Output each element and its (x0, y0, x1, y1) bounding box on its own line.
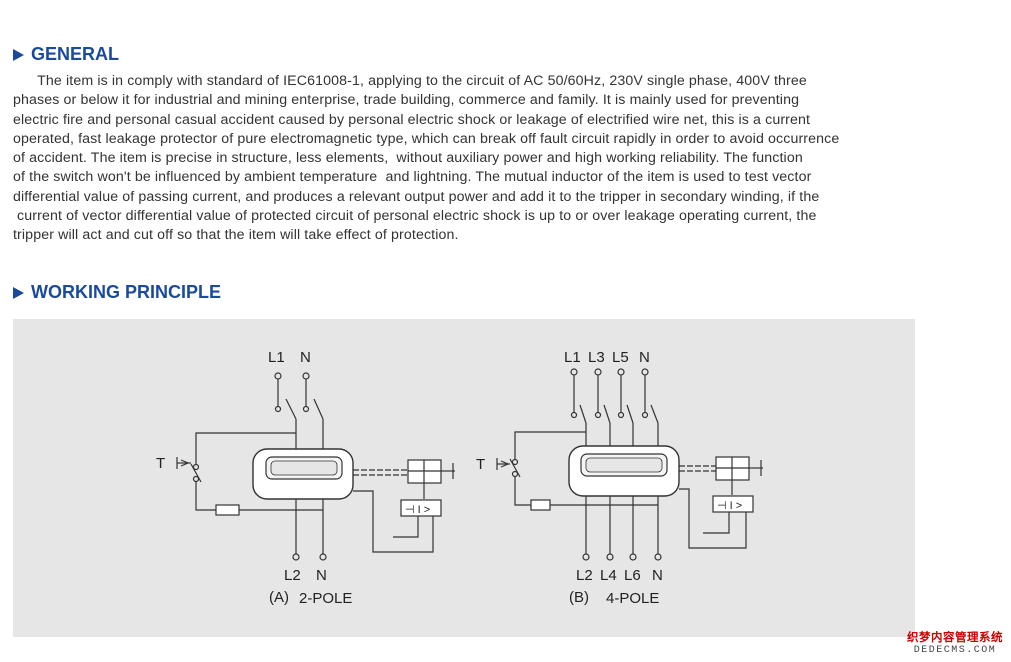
overcurrent-release (400, 499, 442, 517)
caption-letter-b: (B) (569, 589, 589, 606)
label-l6-b: L6 (624, 567, 641, 584)
paragraph-line: of accident. The item is precise in stru… (13, 150, 803, 167)
label-l5-b: L5 (612, 349, 629, 366)
paragraph-line: operated, fast leakage protector of pure… (13, 130, 840, 147)
label-l1-b: L1 (564, 349, 581, 366)
label-test-a: T (156, 455, 165, 472)
diagram-b (496, 368, 763, 561)
label-test-b: T (476, 456, 485, 473)
terminal-n-in (302, 372, 310, 380)
terminal-n-out (319, 553, 327, 561)
tripper-symbol-b: ⊣ I > (717, 500, 742, 512)
label-n-bottom-a: N (316, 567, 327, 584)
paragraph-line: current of vector differential value of … (13, 208, 817, 225)
paragraph-line: phases or below it for industrial and mi… (13, 92, 800, 109)
caption-b: 4-POLE (606, 590, 659, 607)
triangle-bullet-icon (13, 286, 24, 299)
circuit-diagrams: L1 N L2 N T (A) 2-POLE ⊣ I > L1 L3 L5 N … (156, 349, 763, 607)
watermark-chinese: 织梦内容管理系统 (907, 632, 1003, 644)
watermark: 织梦内容管理系统 DEDECMS.COM (907, 629, 1003, 656)
label-l2-a: L2 (284, 567, 301, 584)
diagram-panel: L1 N L2 N T (A) 2-POLE ⊣ I > L1 L3 L5 N … (13, 319, 915, 637)
label-l2-b: L2 (576, 567, 593, 584)
watermark-english: DEDECMS.COM (913, 645, 997, 656)
label-l3-b: L3 (588, 349, 605, 366)
label-l4-b: L4 (600, 567, 617, 584)
triangle-bullet-icon (13, 48, 24, 61)
paragraph-line: electric fire and personal casual accide… (13, 111, 811, 128)
paragraph-line: The item is in comply with standard of I… (13, 73, 807, 89)
paragraph-line: of the switch won't be influenced by amb… (13, 169, 812, 186)
general-paragraph: The item is in comply with standard of I… (13, 72, 919, 246)
label-n-bottom-b: N (652, 567, 663, 584)
label-n-top-b: N (639, 349, 650, 366)
general-heading-text: GENERAL (31, 44, 120, 64)
terminal-l1-in (274, 372, 282, 380)
tripper-symbol-a: ⊣ I > (405, 504, 430, 516)
label-n-top-a: N (300, 349, 311, 366)
diagram-a (176, 372, 455, 561)
paragraph-line: differential value of passing current, a… (13, 188, 820, 205)
working-principle-heading: WORKING PRINCIPLE (13, 282, 221, 303)
general-heading: GENERAL (13, 44, 119, 65)
label-l1-a: L1 (268, 349, 285, 366)
working-principle-heading-text: WORKING PRINCIPLE (31, 282, 222, 302)
paragraph-line: tripper will act and cut off so that the… (13, 227, 459, 244)
caption-a: 2-POLE (299, 590, 352, 607)
caption-letter-a: (A) (269, 589, 289, 606)
terminal-l2-out (292, 553, 300, 561)
